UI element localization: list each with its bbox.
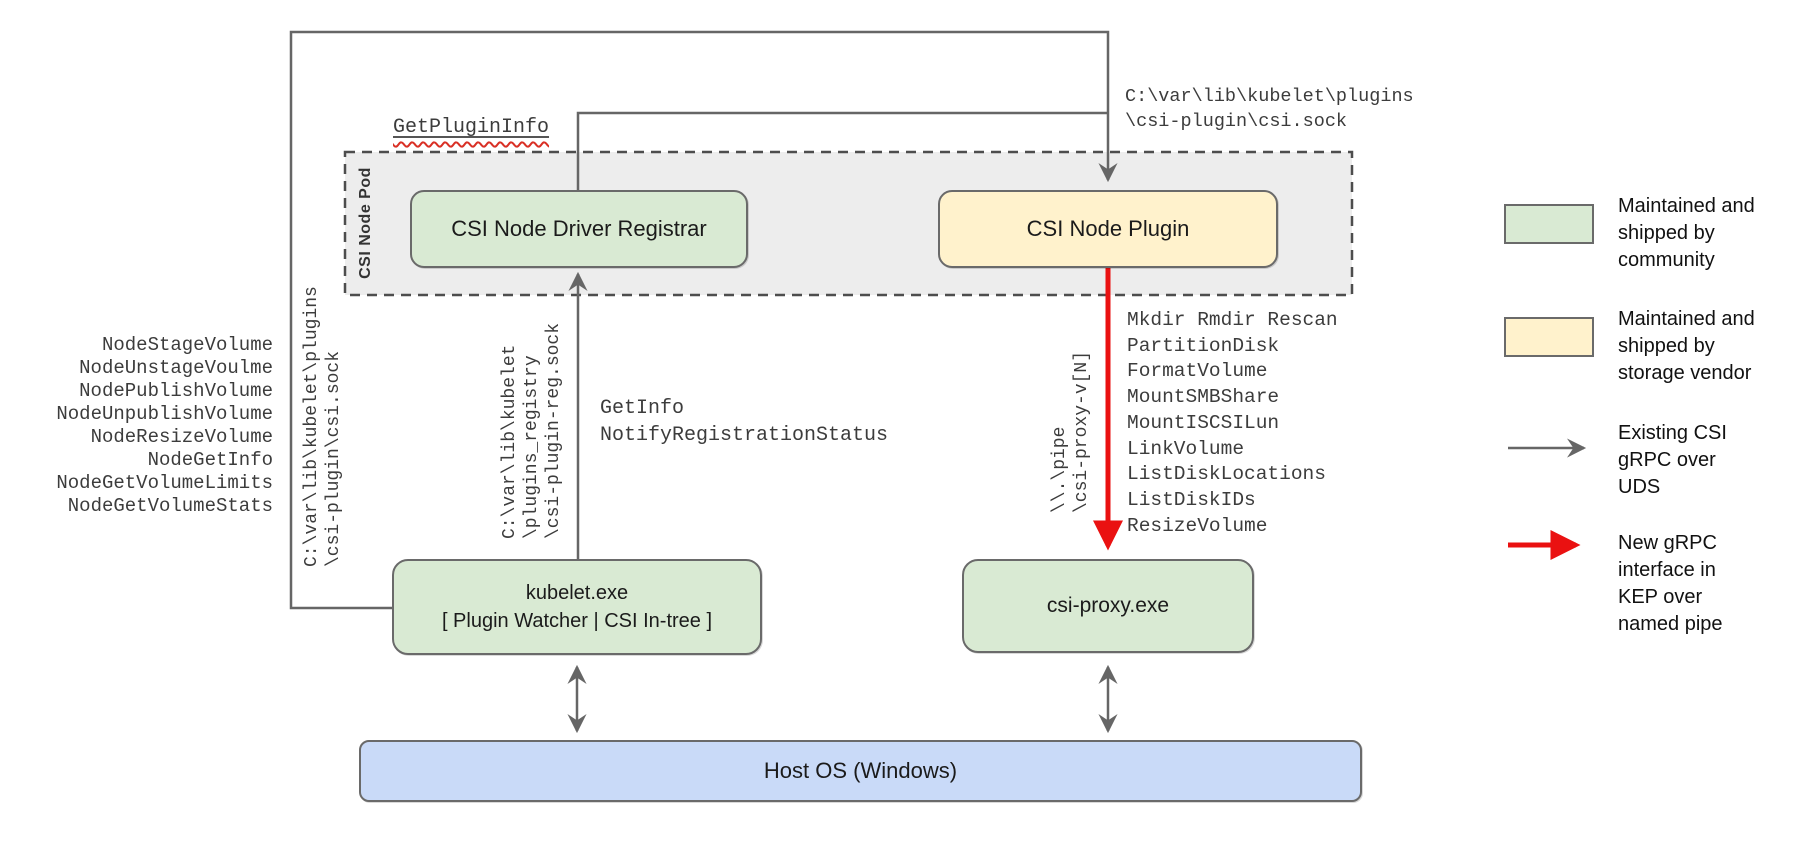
registrar-label: CSI Node Driver Registrar [451,216,707,241]
get-plugin-info-label: GetPluginInfo [393,116,549,139]
get-plugin-info-text: GetPluginInfo [393,116,550,139]
legend-swatch-community [1504,204,1594,244]
registration-calls-label: GetInfo NotifyRegistrationStatus [600,397,889,447]
csi-node-plugin-node: CSI Node Plugin [938,190,1278,268]
host-os-label: Host OS (Windows) [763,758,958,783]
csi-proxy-node: csi-proxy.exe [962,559,1254,653]
plugins-registry-path-vertical-label: C:\var\lib\kubelet \plugins_registry \cs… [500,322,564,539]
legend-label-storage-vendor: Maintained and shipped by storage vendor [1618,308,1755,384]
host-os-node: Host OS (Windows) [359,740,1362,802]
kubelet-label: kubelet.exe [ Plugin Watcher | CSI In-tr… [441,582,713,632]
kubelet-to-plugin-uds-line [289,30,1118,610]
kubelet-node: kubelet.exe [ Plugin Watcher | CSI In-tr… [392,559,762,655]
csi-node-methods-list: NodeStageVolume NodeUnstageVoulme NodePu… [56,334,273,517]
named-pipe-path-vertical-label: \\.\pipe \csi-proxy-v[N] [1050,350,1092,513]
registrar-getplugininfo-line [576,111,1107,190]
csi-node-pod-dashed-border [343,150,1354,297]
csi-node-driver-registrar-node: CSI Node Driver Registrar [410,190,748,268]
legend-swatch-storage-vendor [1504,317,1594,357]
csi-sock-path-vertical-label: C:\var\lib\kubelet\plugins \csi-plugin\c… [302,286,344,567]
csi-node-pod-title: CSI Node Pod [357,167,374,279]
csi-proxy-label: csi-proxy.exe [1046,594,1170,617]
plugin-label: CSI Node Plugin [1026,216,1190,241]
csi-sock-path-label: C:\var\lib\kubelet\plugins \csi-plugin\c… [1125,86,1414,132]
legend-label-new-grpc: New gRPC interface in KEP over named pip… [1618,532,1723,635]
legend-label-existing-grpc: Existing CSI gRPC over UDS [1618,422,1727,498]
legend-label-community: Maintained and shipped by community [1618,195,1755,271]
csi-proxy-methods-list: Mkdir Rmdir Rescan PartitionDisk FormatV… [1127,309,1338,537]
